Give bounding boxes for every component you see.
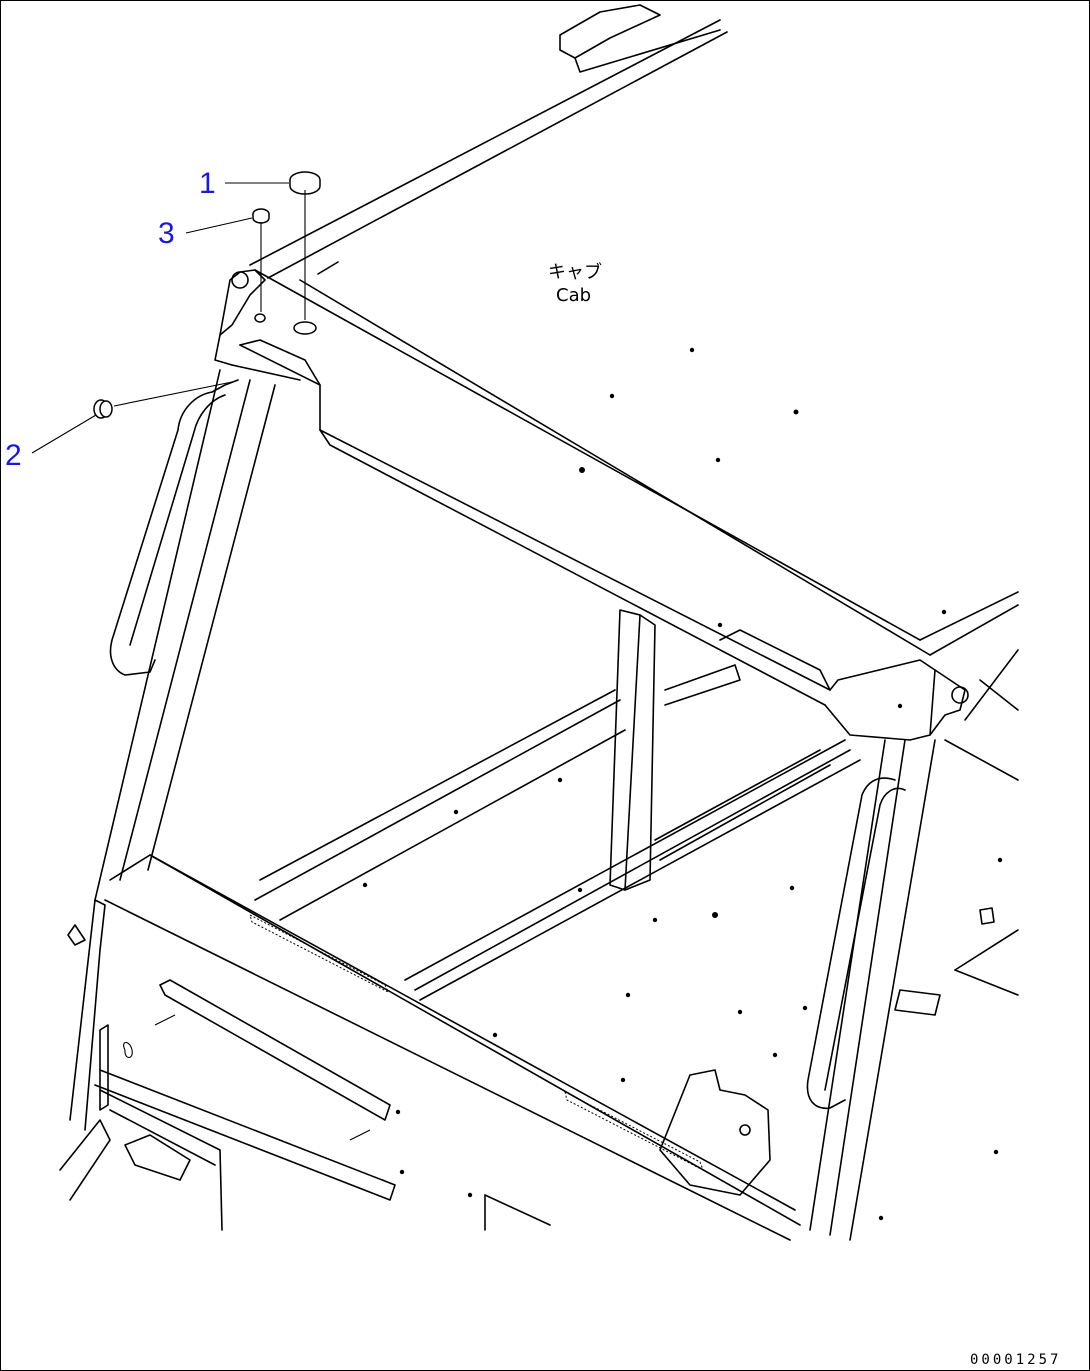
left-grab-handle [109,379,239,676]
roof-rails [249,4,728,279]
bolt-holes [362,347,1003,1221]
roof-panel [214,269,1019,656]
part-3-plug [252,208,270,323]
lower-sill [104,854,801,1241]
lower-left-structure [59,979,551,1231]
callout-1: 1 [199,167,216,200]
part-2-plug [93,381,233,419]
rear-bracket [659,907,1019,1196]
cab-label-en: Cab [556,285,591,306]
door-frame [254,609,1019,1001]
cab-label-jp: キャブ [548,261,602,283]
header-beam [231,271,969,741]
callout-3: 3 [158,217,175,250]
leader-lines [31,182,289,454]
callout-2: 2 [5,439,22,472]
drawing-id: 00001257 [970,1352,1061,1368]
right-pillar [806,739,936,1241]
left-pillar [67,369,276,1131]
part-1-cap [289,171,321,335]
